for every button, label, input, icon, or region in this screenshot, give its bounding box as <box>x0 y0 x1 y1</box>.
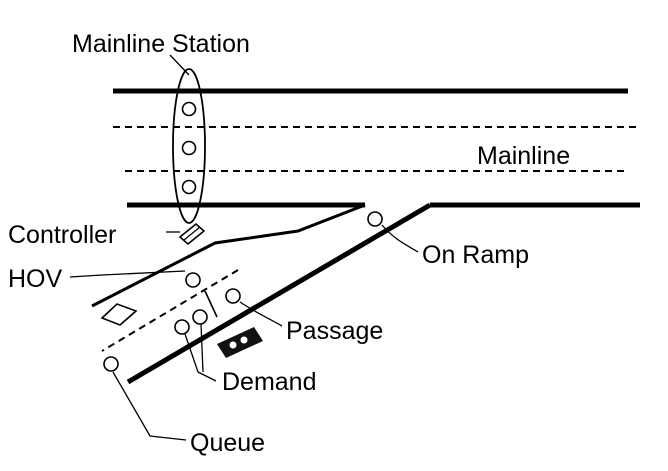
label-demand: Demand <box>222 368 317 396</box>
demand-detector-1 <box>174 319 190 335</box>
queue-detector <box>103 356 119 372</box>
hov-diamond-icon <box>100 303 138 326</box>
ramp-gore-edge <box>91 203 366 308</box>
queue-leader <box>112 371 187 441</box>
label-on-ramp: On Ramp <box>422 241 529 269</box>
ramp-outer-edge <box>126 202 432 385</box>
hov-lane-divider <box>101 269 239 352</box>
label-mainline-station: Mainline Station <box>72 30 250 58</box>
mainline-detector-1 <box>181 101 197 117</box>
demand-detector-2 <box>192 309 208 325</box>
mainline-detector-3 <box>181 179 197 195</box>
label-passage: Passage <box>286 317 383 345</box>
demand-leader-2 <box>200 323 204 373</box>
ramp-meter-signal-icon <box>217 327 263 358</box>
stop-bar <box>204 290 218 318</box>
passage-detector <box>225 288 241 304</box>
passage-leader <box>239 301 283 327</box>
on-ramp <box>91 202 432 385</box>
label-hov: HOV <box>8 265 63 293</box>
label-queue: Queue <box>190 429 265 457</box>
mainline-detector-2 <box>181 140 197 156</box>
hov-leader <box>69 270 186 278</box>
mainline-station <box>172 68 206 224</box>
mainline-station-ellipse <box>172 68 206 224</box>
label-mainline: Mainline <box>477 142 570 170</box>
mainline-station-leader <box>169 54 190 76</box>
hov-detector <box>185 272 201 288</box>
mainline-road <box>113 88 640 208</box>
leader-lines <box>69 54 419 441</box>
on-ramp-detector <box>367 211 383 227</box>
on-ramp-leader <box>381 224 419 253</box>
label-controller: Controller <box>8 221 116 249</box>
controller-icon <box>178 222 206 246</box>
demand-leader-1 <box>184 333 217 382</box>
